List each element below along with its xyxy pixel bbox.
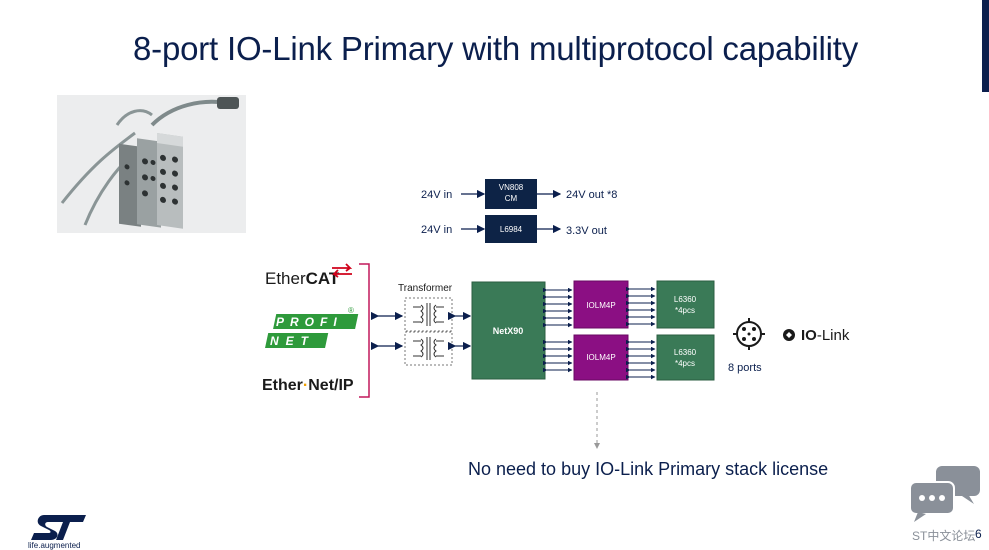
l6360-chip-1-qty: *4pcs <box>675 306 695 315</box>
transformer-top <box>404 297 453 332</box>
product-photo <box>57 95 246 233</box>
l6984-chip <box>485 215 537 243</box>
profinet-logo: PROFI NET ® <box>265 306 359 348</box>
svg-text:EtherCAT: EtherCAT <box>265 269 340 288</box>
product-photo-illustration <box>60 97 239 229</box>
l6360-chip-2-qty: *4pcs <box>675 359 695 368</box>
page-number: 6 <box>975 527 982 541</box>
l6360-chip-1-label: L6360 <box>674 295 697 304</box>
vn808-chip-sublabel: CM <box>505 194 518 203</box>
power-input-1: 24V in <box>421 189 452 201</box>
spi-arrows-bottom <box>542 339 573 373</box>
iolm4p-chip-1 <box>573 280 629 329</box>
cq-arrows-bottom <box>625 339 656 380</box>
spi-arrows-top <box>542 287 573 328</box>
iolm4p-chip-2-label: IOLM4P <box>586 353 615 362</box>
st-tagline: life.augmented <box>28 541 81 550</box>
page-title: 8-port IO-Link Primary with multiprotoco… <box>133 30 859 67</box>
chat-bubble-icon <box>909 466 980 522</box>
io-link-logo: IO-Link <box>783 327 850 344</box>
cq-arrows-top <box>625 286 656 327</box>
l6984-chip-label: L6984 <box>500 225 523 234</box>
profinet-logo-line2: NET <box>270 334 315 348</box>
transformer-label: Transformer <box>398 283 453 294</box>
svg-text:Ether·Net/IP: Ether·Net/IP <box>262 377 354 394</box>
ethernet-arrows-right <box>447 311 472 351</box>
m12-connector-icon <box>733 318 765 350</box>
netx90-chip <box>471 281 546 380</box>
footnote: No need to buy IO-Link Primary stack lic… <box>468 459 829 479</box>
power-input-2: 24V in <box>421 224 452 236</box>
profinet-logo-line1: PROFI <box>276 315 343 329</box>
iolm4p-chip-1-label: IOLM4P <box>586 301 615 310</box>
ports-label: 8 ports <box>728 362 762 374</box>
ethernetip-logo: Ether·Net/IP <box>262 377 354 394</box>
power-output-1: 24V out *8 <box>566 189 617 201</box>
protocol-bracket <box>359 263 370 398</box>
netx90-chip-label: NetX90 <box>493 326 524 336</box>
power-output-2: 3.3V out <box>566 225 607 237</box>
l6360-chip-2 <box>656 334 715 381</box>
accent-bar <box>982 0 989 92</box>
transformer-bottom <box>404 331 453 366</box>
vn808-chip-label: VN808 <box>499 183 524 192</box>
ethercat-logo: EtherCAT <box>265 263 353 288</box>
st-logo <box>31 515 86 540</box>
vn808-chip <box>485 179 537 209</box>
l6360-chip-2-label: L6360 <box>674 348 697 357</box>
l6360-chip-1 <box>656 280 715 329</box>
svg-text:IO-Link: IO-Link <box>801 327 850 344</box>
ethernet-arrows-left <box>370 311 404 351</box>
registered-mark: ® <box>348 306 354 315</box>
forum-watermark: ST中文论坛 <box>912 529 976 543</box>
